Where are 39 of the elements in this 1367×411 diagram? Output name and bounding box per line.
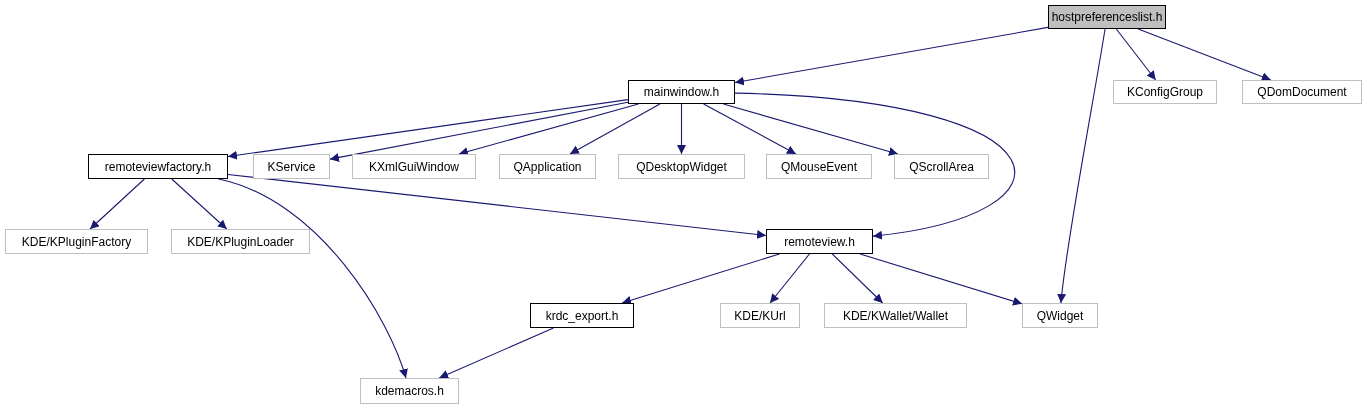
file-node: QMouseEvent <box>766 154 872 179</box>
dependency-arrow <box>171 178 228 230</box>
dependency-arrow <box>621 253 780 305</box>
dependency-arrow <box>859 253 1023 306</box>
file-node: QDesktopWidget <box>618 154 745 179</box>
file-node: QWidget <box>1022 303 1098 328</box>
file-node: kdemacros.h <box>360 378 459 404</box>
dependency-arrow <box>438 327 554 379</box>
file-node: KDE/KPluginLoader <box>171 229 310 254</box>
file-node: KConfigGroup <box>1113 80 1217 104</box>
file-node: remoteview.h <box>766 229 873 254</box>
dependency-arrow <box>722 103 899 156</box>
dependency-arrow <box>227 99 629 160</box>
dependency-arrow <box>458 103 639 156</box>
file-node: KDE/KUrl <box>720 303 800 328</box>
dependency-arrow <box>329 101 629 162</box>
dependency-arrow <box>1137 28 1272 81</box>
file-node: KXmlGuiWindow <box>352 154 476 179</box>
file-node: KService <box>253 154 330 179</box>
dependency-arrow <box>89 178 145 230</box>
dependency-arrow <box>703 103 797 155</box>
file-node: KDE/KWallet/Wallet <box>824 303 967 328</box>
file-node: KDE/KPluginFactory <box>5 229 148 254</box>
file-node: mainwindow.h <box>628 80 735 104</box>
file-node: krdc_export.h <box>530 303 634 328</box>
file-node: hostpreferenceslist.h <box>1048 5 1166 29</box>
dependency-arrow <box>569 103 661 155</box>
dependency-arrow <box>677 103 686 155</box>
dependency-arrow <box>734 92 1016 240</box>
dependency-arrow <box>1115 28 1157 81</box>
dependency-arrow <box>769 253 810 304</box>
dependency-arrow <box>734 26 1049 86</box>
file-node: QDomDocument <box>1242 80 1362 104</box>
file-node: remoteviewfactory.h <box>88 154 228 179</box>
dependency-arrow <box>1057 28 1106 304</box>
dependency-arrow <box>831 253 884 304</box>
dependency-arrow <box>217 178 408 379</box>
file-node: QApplication <box>499 154 596 179</box>
file-node: QScrollArea <box>894 154 989 179</box>
